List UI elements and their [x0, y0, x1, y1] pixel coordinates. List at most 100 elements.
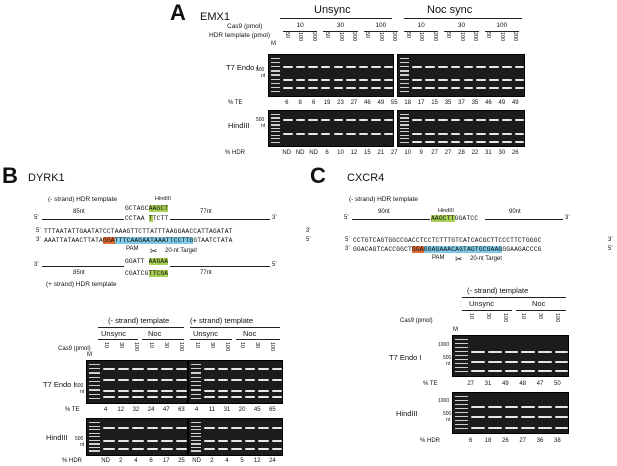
gel-band	[161, 389, 173, 392]
gel-band	[412, 119, 423, 122]
five-prime: 5’	[36, 228, 41, 234]
row-value: 4	[194, 407, 199, 413]
ladder-band	[400, 134, 409, 136]
minus-strand-label: (- strand) template	[467, 286, 529, 295]
three-prime: 3’	[34, 262, 39, 268]
gel-band	[117, 426, 130, 429]
gel-band	[371, 119, 381, 122]
gel-band	[450, 78, 461, 81]
ladder-band	[400, 120, 409, 123]
cas9-underline	[444, 31, 479, 32]
cas9-underline	[484, 31, 519, 32]
row-value: 4	[103, 407, 108, 413]
row-value: 12	[117, 407, 125, 413]
gel-band	[204, 447, 215, 450]
gel-band	[476, 87, 487, 90]
ladder-band	[455, 367, 468, 369]
gel-band	[146, 447, 159, 450]
gel-band	[463, 87, 474, 90]
gel-band	[283, 119, 293, 122]
minus-strand-label: (- strand) template	[108, 316, 170, 325]
row-value: 4	[225, 458, 229, 464]
gel-band	[231, 396, 242, 399]
hindiii-site: TTCGA	[148, 270, 169, 277]
gel-band	[358, 119, 369, 122]
ladder-band	[191, 393, 201, 395]
nt-label: nt	[261, 73, 266, 79]
plus-template-seq2: CGATCGTTCGA	[125, 270, 169, 277]
cas9-value: 10	[296, 22, 304, 29]
gel-band	[117, 396, 130, 399]
gel-band	[244, 389, 256, 392]
gel-band	[258, 447, 269, 450]
seq-fragment: GGATT	[125, 258, 145, 265]
gel-band	[514, 119, 524, 122]
gel-band	[103, 439, 115, 442]
gel-band	[295, 65, 306, 68]
ladder-band	[89, 436, 100, 438]
row-value: 47	[162, 407, 170, 413]
seq-fragment: GGACAGTCACCGGCT	[353, 246, 412, 253]
group-underline	[236, 339, 280, 340]
gel-band	[489, 78, 499, 81]
gel-band	[132, 447, 144, 450]
gel-band	[146, 367, 159, 370]
gel-band	[554, 426, 568, 429]
header-value: 10	[519, 313, 526, 320]
gel-band	[217, 396, 229, 399]
five-prime: 5’	[272, 262, 277, 268]
panel-c-gene: CXCR4	[347, 172, 385, 184]
gel-band	[271, 389, 282, 392]
plus-template-label: (+ strand) HDR template	[46, 281, 117, 288]
gel-band	[463, 133, 474, 136]
pam-site: GGA	[411, 246, 424, 253]
row-value: 27	[467, 381, 474, 387]
gel-band	[175, 447, 187, 450]
nt-label: nt	[261, 123, 266, 129]
te-row-label: % TE	[65, 407, 80, 413]
gel-band	[271, 447, 282, 450]
gel-band	[258, 389, 269, 392]
cas9-underline	[404, 31, 439, 32]
group-noc-sync: Noc sync	[427, 4, 473, 16]
gel-band	[244, 439, 256, 442]
seq-fragment: GGATCC	[454, 215, 479, 222]
ladder-band	[400, 58, 409, 60]
gel-band	[450, 119, 461, 122]
header-value: 200	[310, 32, 317, 42]
ladder-band	[271, 70, 280, 72]
gel-band	[371, 133, 381, 136]
gel-band	[308, 119, 318, 122]
arm-right: 90nt	[509, 209, 521, 215]
ladder-band	[400, 86, 409, 88]
gel-band	[271, 396, 282, 399]
template-seq: AAGCTTGGATCC	[431, 215, 478, 222]
plus-template-seq: GGATT AAGAA	[125, 258, 169, 265]
gel-band	[161, 447, 173, 450]
ladder-band	[89, 422, 100, 424]
header-value: 50	[445, 32, 452, 39]
gel-band	[450, 133, 461, 136]
ladder-band	[89, 425, 100, 427]
target-site: TTTCAAGAATAAATTCCTTG	[114, 237, 194, 244]
gel-band	[412, 65, 423, 68]
row-value: 17	[417, 100, 425, 106]
ladder-band	[89, 364, 100, 366]
hindiii-label: HindIII	[46, 433, 68, 442]
cas9-underline	[323, 31, 358, 32]
gel-band	[103, 426, 115, 429]
hindiii-site: AAGCT	[148, 205, 169, 212]
cas9-value: 100	[375, 22, 387, 29]
gel-band	[283, 65, 293, 68]
ladder-band	[89, 372, 100, 374]
gel-band	[425, 65, 435, 68]
hindiii-site: AAGCTT	[431, 215, 455, 222]
gel-band	[308, 87, 318, 90]
gel-band	[501, 65, 512, 68]
gel-band	[346, 87, 356, 90]
ladder-band	[191, 436, 201, 438]
hindiii-label: HindIII	[396, 409, 418, 418]
